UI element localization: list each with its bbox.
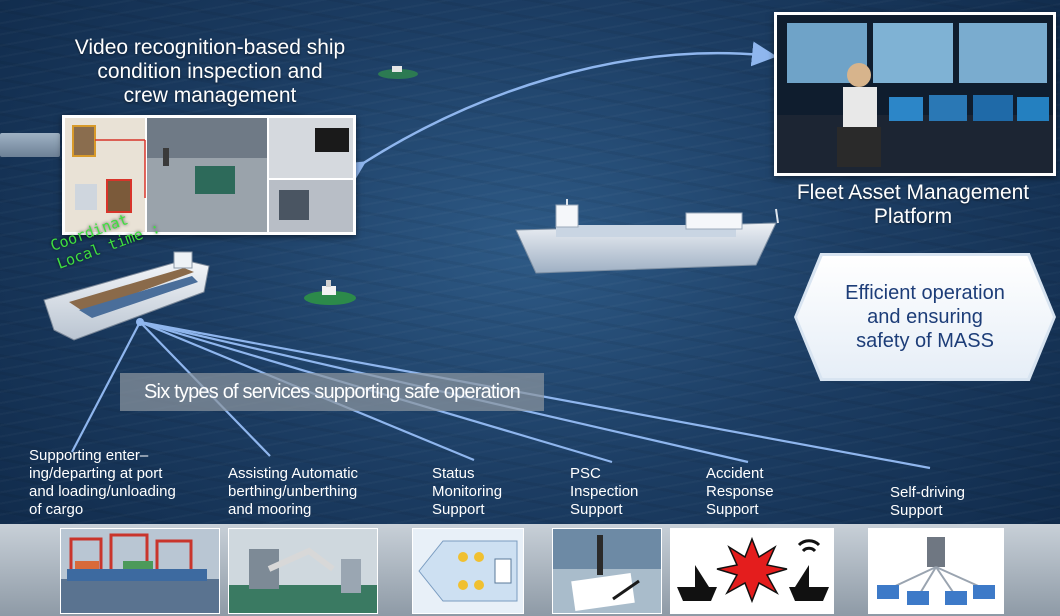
pier xyxy=(0,133,60,157)
self-driving-thumbnail xyxy=(868,528,1004,614)
cctv-montage xyxy=(65,118,353,232)
service-label-self-driving: Self-driving Support xyxy=(890,484,966,519)
fleet-platform-title: Fleet Asset Management Platform xyxy=(796,181,1030,228)
psc-inspection-thumbnail xyxy=(552,528,662,614)
tug-boat-top xyxy=(378,66,418,79)
mooring-robot-image xyxy=(229,529,377,613)
services-banner: Six types of services supporting safe op… xyxy=(120,373,544,411)
link-arrow xyxy=(338,41,777,186)
port-cranes-image xyxy=(61,529,219,613)
inspector-tablet-image xyxy=(553,529,661,613)
service-label-accident: Accident Response Support xyxy=(706,465,774,518)
bridge-control-image xyxy=(774,12,1056,176)
goal-hexagon: Efficient operation and ensuring safety … xyxy=(797,256,1053,378)
network-computers-image xyxy=(869,529,1003,613)
service-label-psc: PSC Inspection Support xyxy=(570,465,639,518)
ship-plan-sensors-image xyxy=(413,529,523,613)
ship-bridge-scene xyxy=(777,15,1053,173)
goal-text: Efficient operation and ensuring safety … xyxy=(845,282,1005,352)
status-monitoring-thumbnail xyxy=(412,528,524,614)
video-recognition-image xyxy=(62,115,356,235)
collision-alert-image xyxy=(671,529,833,613)
container-ship xyxy=(43,251,210,341)
video-recognition-title: Video recognition-based ship condition i… xyxy=(74,36,346,107)
service-label-status: Status Monitoring Support xyxy=(432,465,503,518)
autonomous-vessel xyxy=(515,199,779,274)
ship-hub-dot xyxy=(136,318,144,326)
port-cargo-thumbnail xyxy=(60,528,220,614)
accident-response-thumbnail xyxy=(670,528,834,614)
berthing-thumbnail xyxy=(228,528,378,614)
tug-boat-middle xyxy=(304,280,356,305)
service-label-port: Supporting enter– ing/departing at port … xyxy=(29,447,176,518)
service-label-berthing: Assisting Automatic berthing/unberthing … xyxy=(228,465,359,518)
